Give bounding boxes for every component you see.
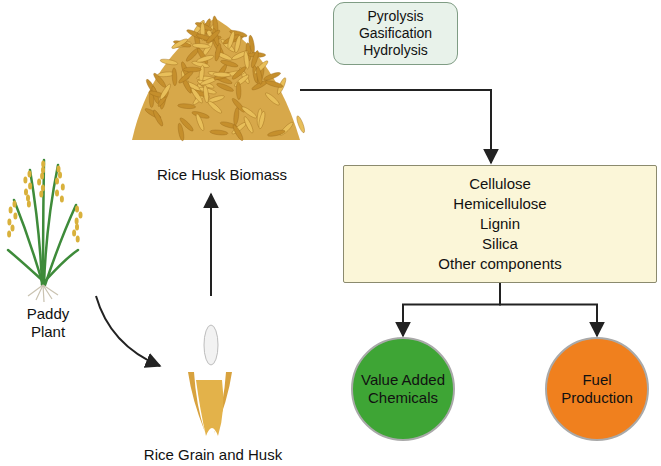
node-text: Fuel Production [555, 371, 639, 407]
node-text: Gasification [359, 25, 432, 42]
node-text: Cellulose [469, 174, 531, 194]
node-text: Pyrolysis [367, 8, 423, 25]
husk-grains [144, 16, 306, 142]
flow-connector [500, 283, 597, 336]
husk-arrow [210, 194, 212, 296]
output-circle: Value Added Chemicals [351, 337, 455, 441]
output-circle: Fuel Production [545, 337, 649, 441]
node-text: Lignin [480, 214, 520, 234]
paddy-plant [8, 160, 78, 285]
growth-arrow [96, 296, 160, 366]
node-text: Value Added Chemicals [361, 371, 445, 407]
figure-label: Rice Husk Biomass [132, 166, 312, 184]
figure-label: Rice Grain and Husk [128, 446, 298, 464]
figure-label: Paddy Plant [14, 305, 82, 341]
paddy-seeds [7, 161, 82, 243]
process-arrow [300, 90, 491, 163]
rice-grain [188, 325, 232, 436]
husk-pile [132, 18, 300, 140]
process-box: PyrolysisGasificationHydrolysis [333, 2, 458, 65]
component-box: CelluloseHemicelluloseLigninSilicaOther … [343, 165, 657, 283]
node-text: Silica [482, 234, 518, 254]
flow-connector [403, 283, 500, 336]
node-text: Other components [438, 254, 561, 274]
node-text: Hemicellulose [453, 194, 546, 214]
paddy-roots [28, 285, 58, 302]
node-text: Hydrolysis [363, 42, 428, 59]
